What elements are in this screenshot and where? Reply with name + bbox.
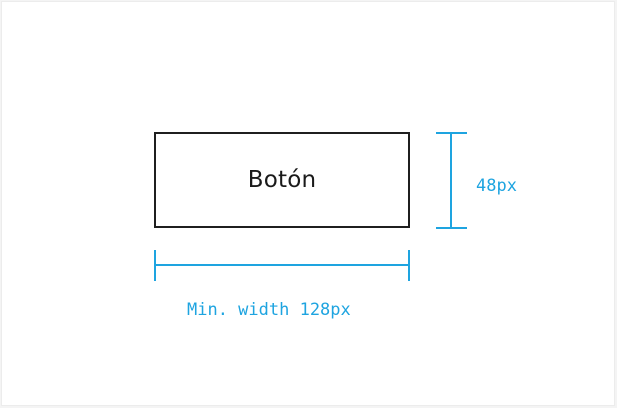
sample-button[interactable]: Botón xyxy=(154,132,410,228)
width-dimension-label: Min. width 128px xyxy=(187,300,351,320)
height-dimension-label: 48px xyxy=(476,176,517,196)
sample-button-label: Botón xyxy=(247,167,317,193)
